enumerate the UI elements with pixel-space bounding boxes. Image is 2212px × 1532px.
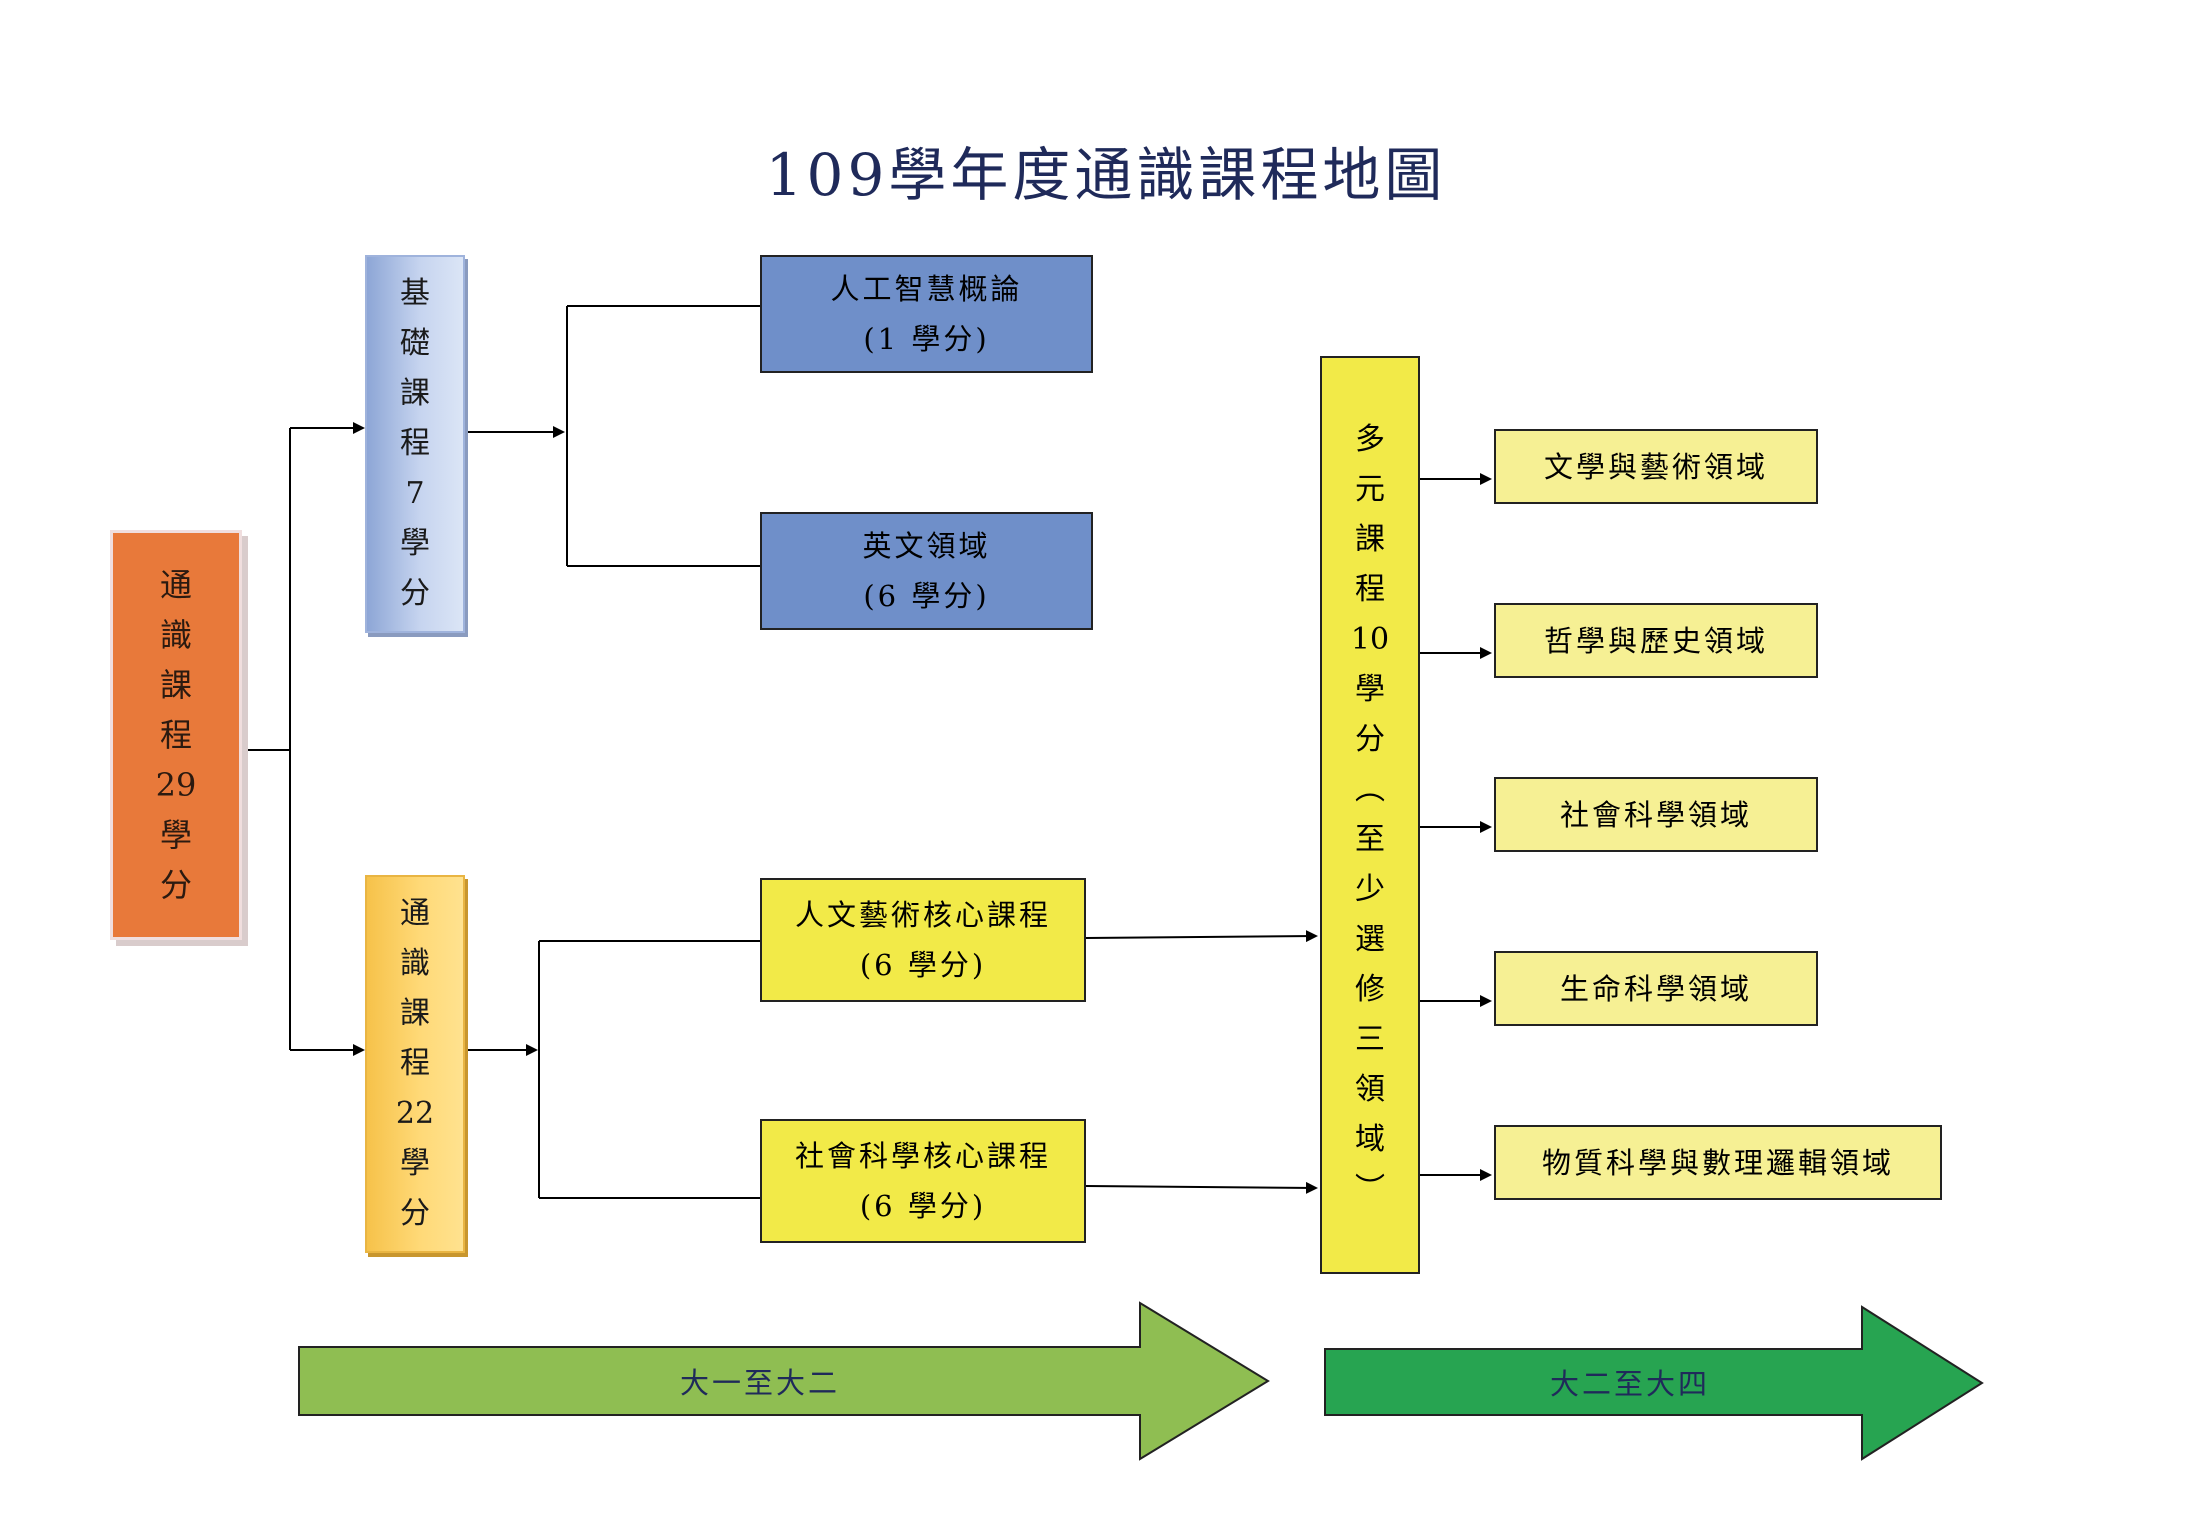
root-char: 學	[159, 816, 192, 854]
course-humanities-name: 人文藝術核心課程	[794, 898, 1051, 932]
basic-char: 礎	[400, 326, 430, 361]
root-char: 識	[159, 616, 192, 654]
multi-char: 程	[1355, 572, 1385, 607]
multi-char: 多	[1355, 422, 1385, 457]
course-social-name: 社會科學核心課程	[794, 1139, 1051, 1173]
general-char: 識	[400, 946, 430, 981]
basic-courses-box: 基 礎 課 程 7 學 分	[365, 255, 465, 633]
course-ai-credits: (1 學分)	[863, 322, 990, 356]
basic-char: 課	[400, 376, 430, 411]
basic-char: 7	[405, 476, 425, 511]
timeline-second-label: 大二至大四	[1549, 1367, 1710, 1401]
root-char: 程	[159, 716, 192, 754]
root-char: 分	[159, 866, 192, 904]
course-ai-name: 人工智慧概論	[830, 272, 1023, 306]
general-char: 程	[400, 1046, 430, 1081]
multi-char: ︵	[1355, 772, 1385, 807]
multi-char: 選	[1355, 922, 1385, 957]
general-education-total-box: 通 識 課 程 29 學 分	[110, 530, 242, 940]
course-english-box: 英文領域 (6 學分)	[760, 512, 1093, 630]
multi-char: ︶	[1355, 1172, 1385, 1207]
timeline-first-label: 大一至大二	[679, 1366, 840, 1400]
root-char: 通	[159, 566, 192, 604]
general-char: 學	[400, 1146, 430, 1181]
course-ai-box: 人工智慧概論 (1 學分)	[760, 255, 1093, 373]
domain-life-science: 生命科學領域	[1494, 951, 1818, 1026]
timeline-arrow-second	[1324, 1305, 1984, 1461]
general-courses-box: 通 識 課 程 22 學 分	[365, 875, 465, 1253]
course-english-credits: (6 學分)	[863, 579, 990, 613]
multi-char: 元	[1355, 472, 1385, 507]
multi-char: 領	[1355, 1072, 1385, 1107]
multi-char: 10	[1350, 622, 1390, 657]
page-title: 109學年度通識課程地圖	[765, 141, 1447, 209]
multi-char: 三	[1355, 1022, 1385, 1057]
course-humanities-credits: (6 學分)	[859, 948, 987, 982]
course-social-box: 社會科學核心課程 (6 學分)	[760, 1119, 1086, 1243]
multi-domain-courses-box: 多 元 課 程 10 學 分 ︵ 至 少 選 修 三 領 域 ︶	[1320, 356, 1420, 1274]
general-char: 分	[400, 1196, 430, 1231]
basic-char: 分	[400, 576, 430, 611]
domain-literature-arts: 文學與藝術領域	[1494, 429, 1818, 504]
multi-char: 少	[1355, 872, 1385, 907]
basic-char: 學	[400, 526, 430, 561]
multi-char: 學	[1355, 672, 1385, 707]
domain-social-science: 社會科學領域	[1494, 777, 1818, 852]
general-char: 通	[400, 896, 430, 931]
general-char: 22	[395, 1096, 435, 1131]
course-humanities-box: 人文藝術核心課程 (6 學分)	[760, 878, 1086, 1002]
multi-char: 課	[1355, 522, 1385, 557]
domain-physical-science-logic: 物質科學與數理邏輯領域	[1494, 1125, 1942, 1200]
timeline-arrow-first	[298, 1301, 1270, 1461]
root-char: 29	[155, 766, 197, 804]
course-english-name: 英文領域	[862, 529, 991, 563]
multi-char: 分	[1355, 722, 1385, 757]
root-char: 課	[159, 666, 192, 704]
domain-philosophy-history: 哲學與歷史領域	[1494, 603, 1818, 678]
general-char: 課	[400, 996, 430, 1031]
multi-char: 修	[1355, 972, 1385, 1007]
course-social-credits: (6 學分)	[859, 1189, 987, 1223]
multi-char: 域	[1355, 1122, 1385, 1157]
basic-char: 基	[400, 276, 430, 311]
basic-char: 程	[400, 426, 430, 461]
multi-char: 至	[1355, 822, 1385, 857]
